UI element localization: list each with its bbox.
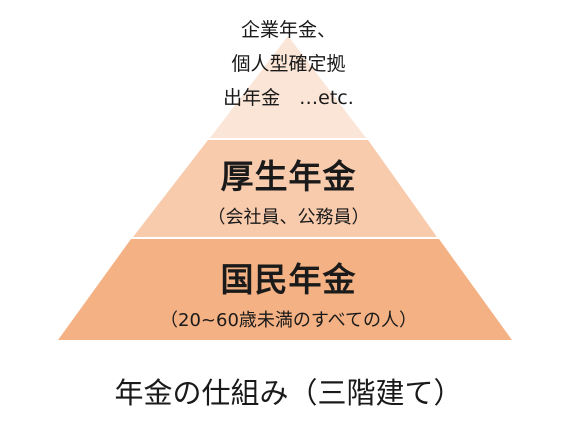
pyramid-top-tier: [210, 36, 366, 138]
middle-tier-name: 厚生年金: [220, 157, 357, 196]
diagram-caption: 年金の仕組み（三階建て）: [114, 376, 463, 410]
bottom-tier-sub: （20~60歳未満のすべての人）: [160, 310, 417, 331]
pyramid-middle-tier: [133, 140, 437, 237]
top-tier-line-2: 個人型確定拠: [231, 53, 346, 75]
top-tier-line-3: 出年金 …etc.: [223, 87, 354, 109]
middle-tier-sub: （会社員、公務員）: [207, 207, 370, 228]
pyramid-bottom-tier: [58, 239, 512, 340]
top-tier-line-1: 企業年金、: [240, 19, 336, 41]
bottom-tier-name: 国民年金: [220, 260, 357, 299]
